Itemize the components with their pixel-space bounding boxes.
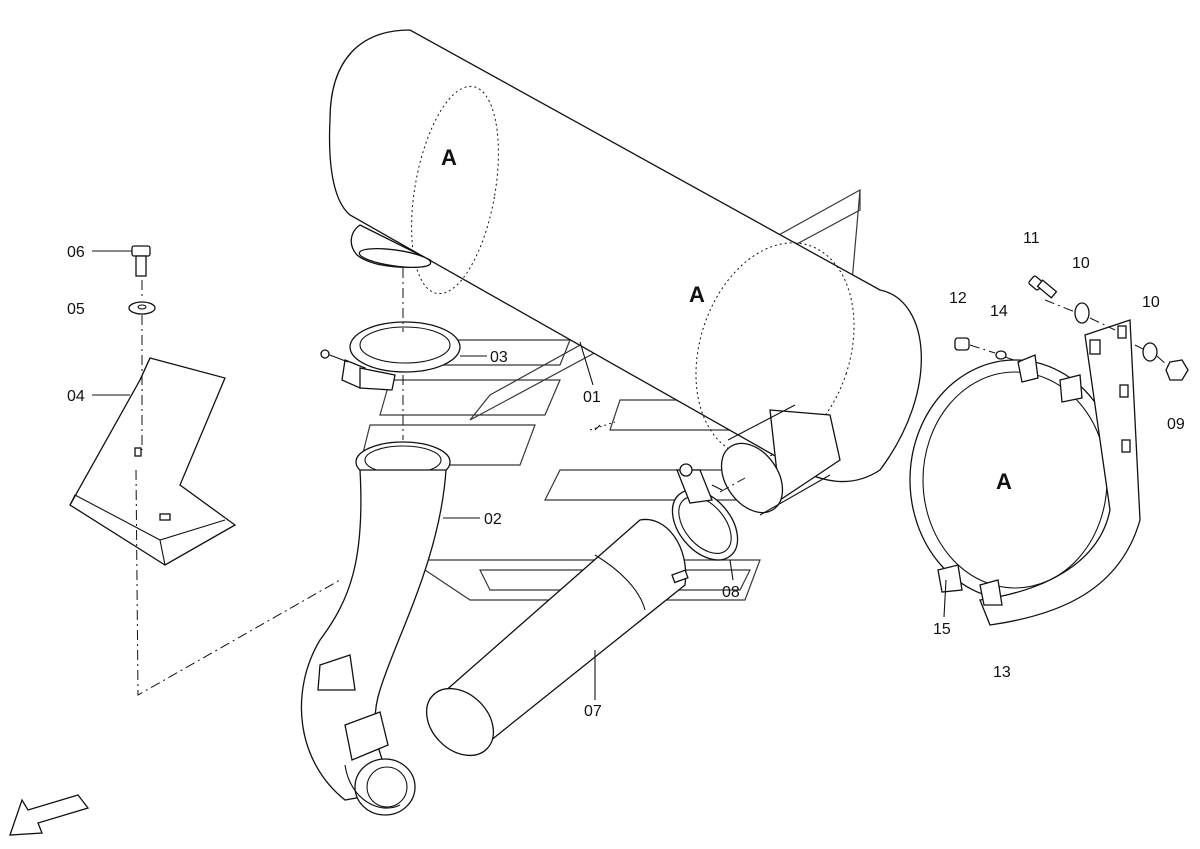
callout-06: 06 (67, 244, 85, 261)
callout-01: 01 (583, 389, 601, 406)
assembly-lines (135, 268, 1169, 696)
callout-02: 02 (484, 511, 502, 528)
arrow-down-left-icon (9, 794, 90, 836)
callout-10-upper: 10 (1072, 255, 1090, 272)
leader-lines (92, 250, 947, 700)
callout-12: 12 (949, 290, 967, 307)
callout-14: 14 (990, 303, 1008, 320)
tail-pipe-07 (425, 518, 689, 757)
callout-05: 05 (67, 301, 85, 318)
callout-13: 13 (993, 664, 1011, 681)
clamp-08 (671, 463, 739, 561)
bolt-06 (131, 245, 151, 277)
pipe-02 (300, 441, 451, 816)
heat-shield-04 (69, 357, 237, 566)
callout-10-lower: 10 (1142, 294, 1160, 311)
callout-11: 11 (1023, 230, 1040, 247)
mounting-strap-13 (909, 319, 1141, 626)
marker-a-1: A (441, 145, 457, 170)
marker-a-2: A (689, 282, 705, 307)
washer-05 (128, 301, 156, 315)
callout-09: 09 (1167, 416, 1185, 433)
callout-03: 03 (490, 349, 508, 366)
bolt-11 (1028, 275, 1058, 299)
reference-markers: A A A (441, 145, 1012, 494)
marker-a-3: A (996, 469, 1012, 494)
washer-10-lower (1142, 342, 1158, 362)
washer-10-upper (1074, 302, 1090, 324)
nut-09 (1165, 359, 1189, 381)
clamp-03 (320, 321, 461, 391)
callout-07: 07 (584, 703, 602, 720)
callout-04: 04 (67, 388, 85, 405)
muffler (328, 29, 922, 516)
washer-14 (995, 350, 1007, 360)
callout-labels: 01 02 03 04 05 06 07 08 09 10 10 11 12 1… (67, 230, 1185, 720)
callout-08: 08 (722, 584, 740, 601)
callout-15: 15 (933, 621, 951, 638)
bolt-12 (954, 337, 970, 351)
